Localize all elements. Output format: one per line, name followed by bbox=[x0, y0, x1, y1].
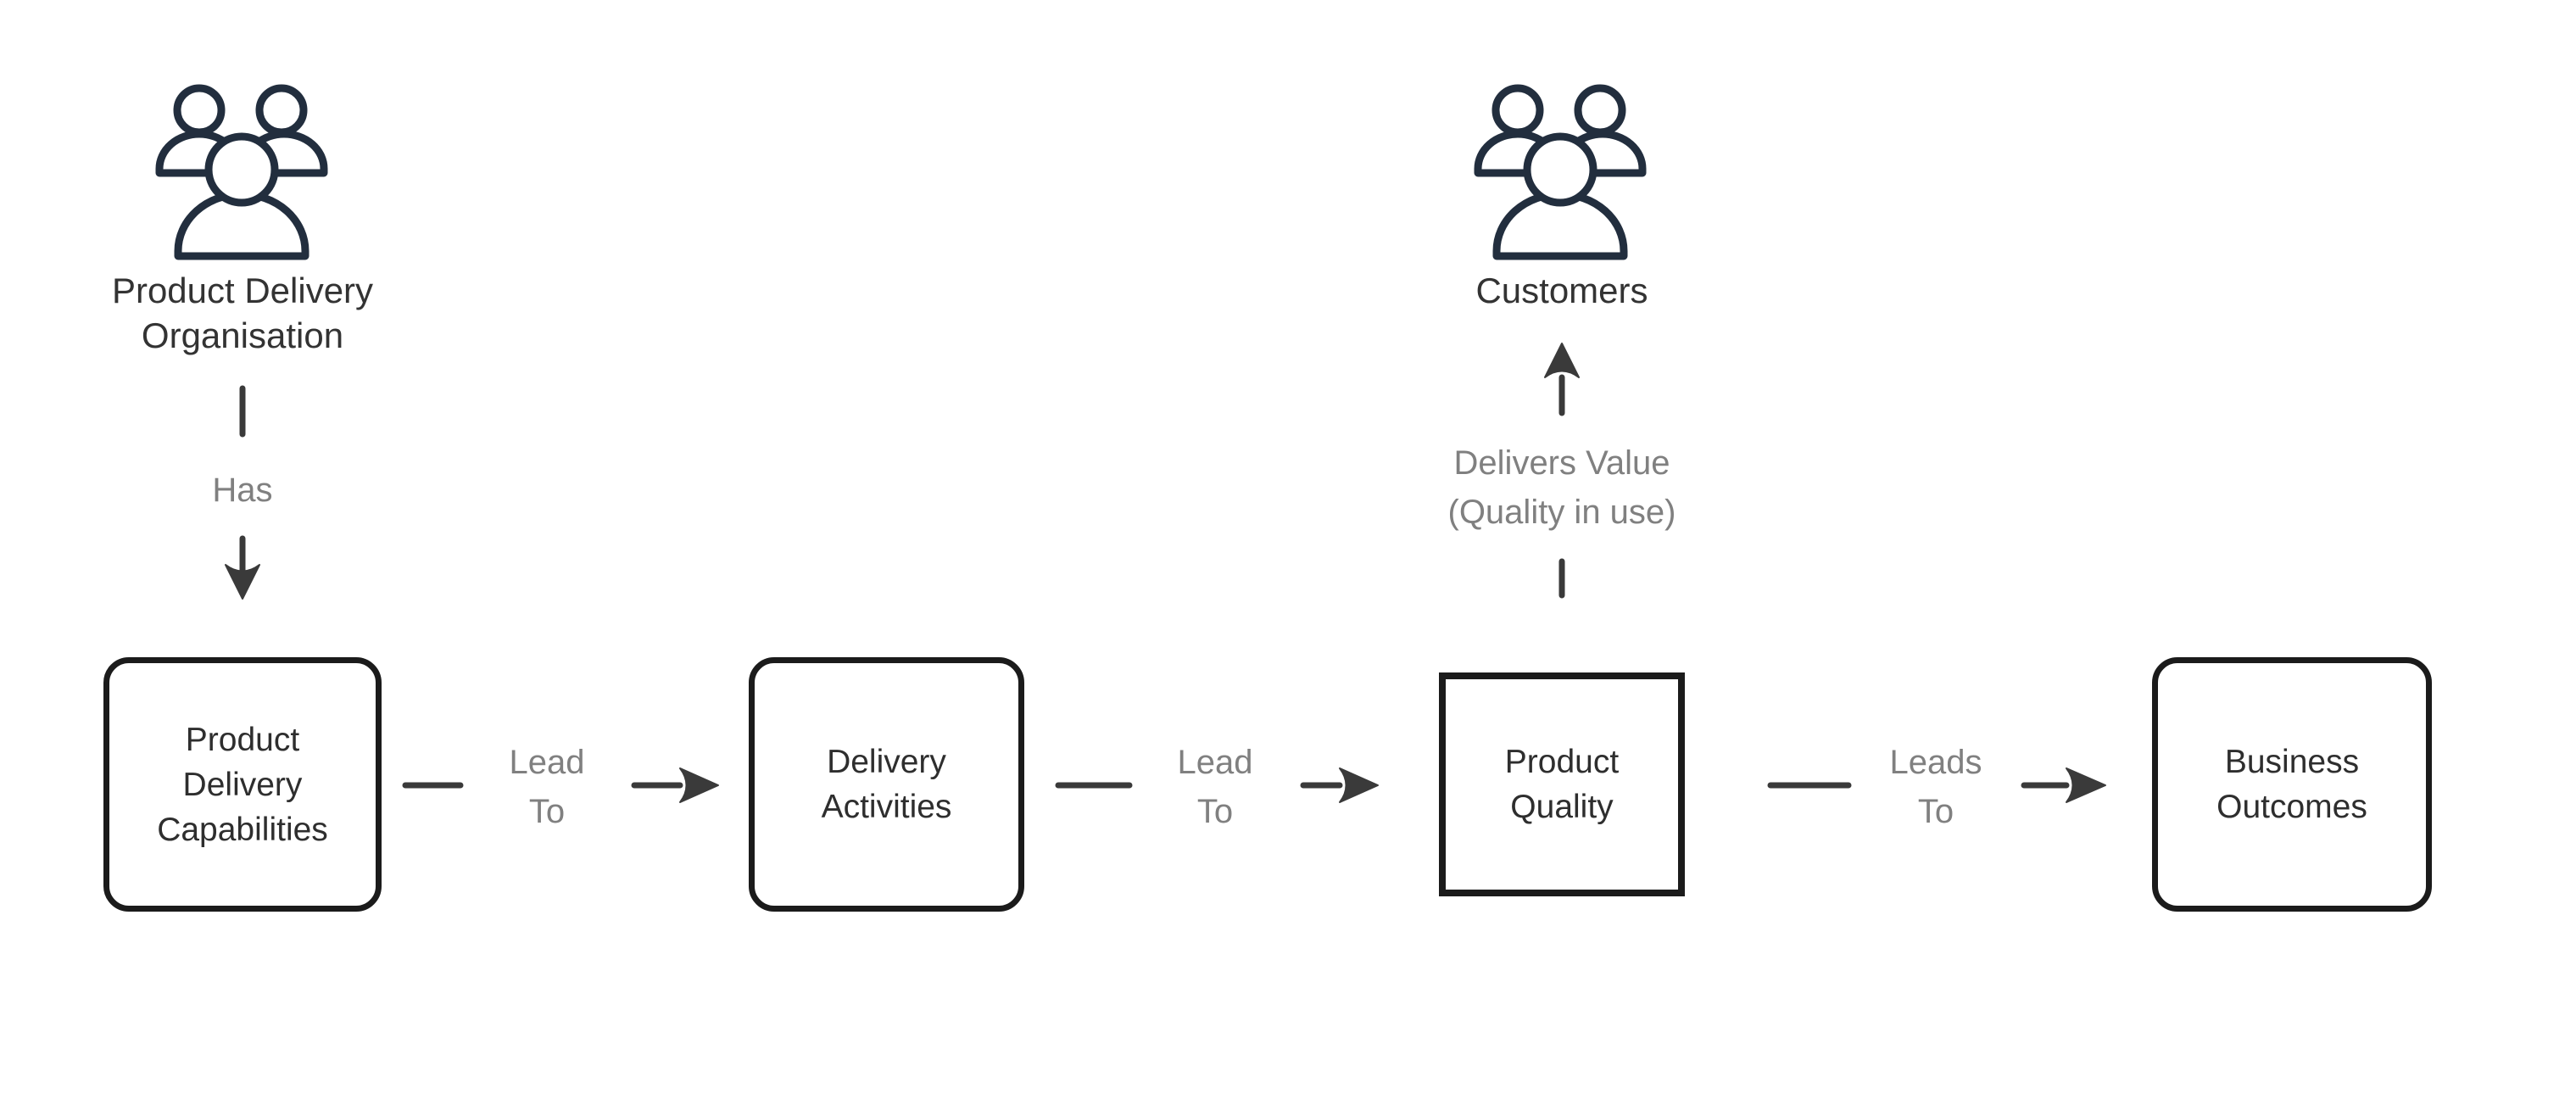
connector-label-line: Delivers Value bbox=[1453, 444, 1670, 482]
people-group-icon bbox=[155, 84, 328, 260]
actor-label-product-delivery-organisation: Product Delivery Organisation bbox=[31, 268, 454, 358]
connector-label-line: To bbox=[1917, 793, 1954, 830]
connector-label-line: Lead bbox=[1177, 744, 1253, 781]
node-label: Delivery Activities bbox=[822, 739, 952, 829]
connector-label-line: (Quality in use) bbox=[1447, 494, 1676, 531]
connector-lead-to-2-arrow bbox=[1055, 767, 1379, 803]
actor-label-line: Product Delivery bbox=[111, 271, 374, 310]
node-label: Product Quality bbox=[1505, 739, 1619, 829]
connector-label-has: Has bbox=[158, 466, 327, 515]
node-label-line: Delivery bbox=[182, 766, 303, 803]
node-product-delivery-capabilities: Product Delivery Capabilities bbox=[103, 657, 382, 912]
node-label-line: Outcomes bbox=[2216, 789, 2367, 825]
connector-label-lead-to-1: Lead To bbox=[462, 738, 632, 836]
connector-label-line: Has bbox=[212, 472, 273, 509]
connector-label-line: To bbox=[528, 793, 566, 830]
connector-label-line: Lead bbox=[509, 744, 585, 781]
node-label-line: Quality bbox=[1510, 789, 1614, 825]
node-delivery-activities: Delivery Activities bbox=[749, 657, 1024, 912]
node-label: Product Delivery Capabilities bbox=[157, 717, 328, 852]
connector-leads-to-arrow bbox=[1767, 767, 2106, 803]
node-label-line: Business bbox=[2224, 744, 2360, 780]
node-label-line: Product bbox=[1504, 744, 1620, 780]
node-label-line: Delivery bbox=[827, 744, 946, 780]
people-group-icon bbox=[1474, 84, 1647, 260]
actor-label-line: Organisation bbox=[141, 315, 344, 355]
connector-label-line: To bbox=[1196, 793, 1234, 830]
node-label: Business Outcomes bbox=[2216, 739, 2367, 829]
connector-label-delivers-value: Delivers Value (Quality in use) bbox=[1392, 438, 1731, 537]
connector-delivers-value-arrow bbox=[1544, 343, 1580, 599]
actor-label-line: Customers bbox=[1475, 271, 1648, 310]
node-product-quality: Product Quality bbox=[1439, 672, 1685, 896]
node-label-line: Capabilities bbox=[157, 811, 328, 848]
connector-label-line: Leads bbox=[1889, 744, 1982, 781]
connector-has-arrow bbox=[225, 385, 260, 600]
connector-lead-to-1-arrow bbox=[402, 767, 719, 803]
connector-label-leads-to: Leads To bbox=[1851, 738, 2021, 836]
node-business-outcomes: Business Outcomes bbox=[2152, 657, 2432, 912]
node-label-line: Product bbox=[185, 721, 300, 758]
actor-label-customers: Customers bbox=[1350, 268, 1774, 313]
connector-label-lead-to-2: Lead To bbox=[1130, 738, 1300, 836]
node-label-line: Activities bbox=[821, 789, 952, 825]
